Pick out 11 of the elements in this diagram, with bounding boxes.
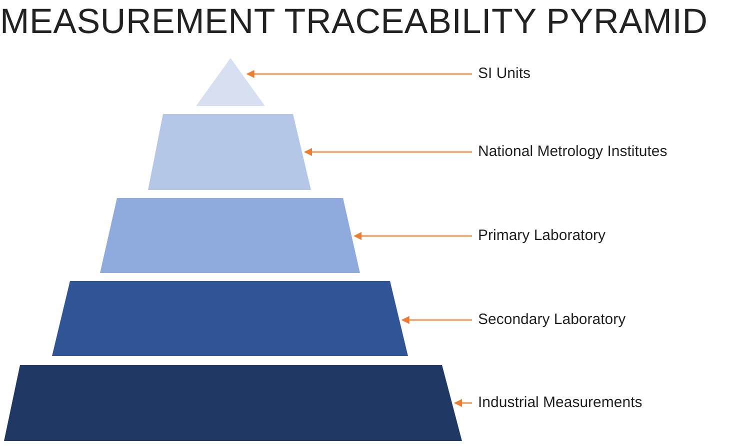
arrow xyxy=(454,399,472,407)
arrow xyxy=(304,148,472,156)
diagram-title: MEASUREMENT TRACEABILITY PYRAMID xyxy=(0,2,708,42)
level-label: Primary Laboratory xyxy=(478,226,606,246)
arrow xyxy=(354,232,472,240)
level-label: Industrial Measurements xyxy=(478,393,642,413)
arrow xyxy=(246,70,472,78)
level-label: National Metrology Institutes xyxy=(478,142,668,162)
level-label: Secondary Laboratory xyxy=(478,310,626,330)
arrow xyxy=(401,316,472,324)
level-label: SI Units xyxy=(478,64,531,84)
